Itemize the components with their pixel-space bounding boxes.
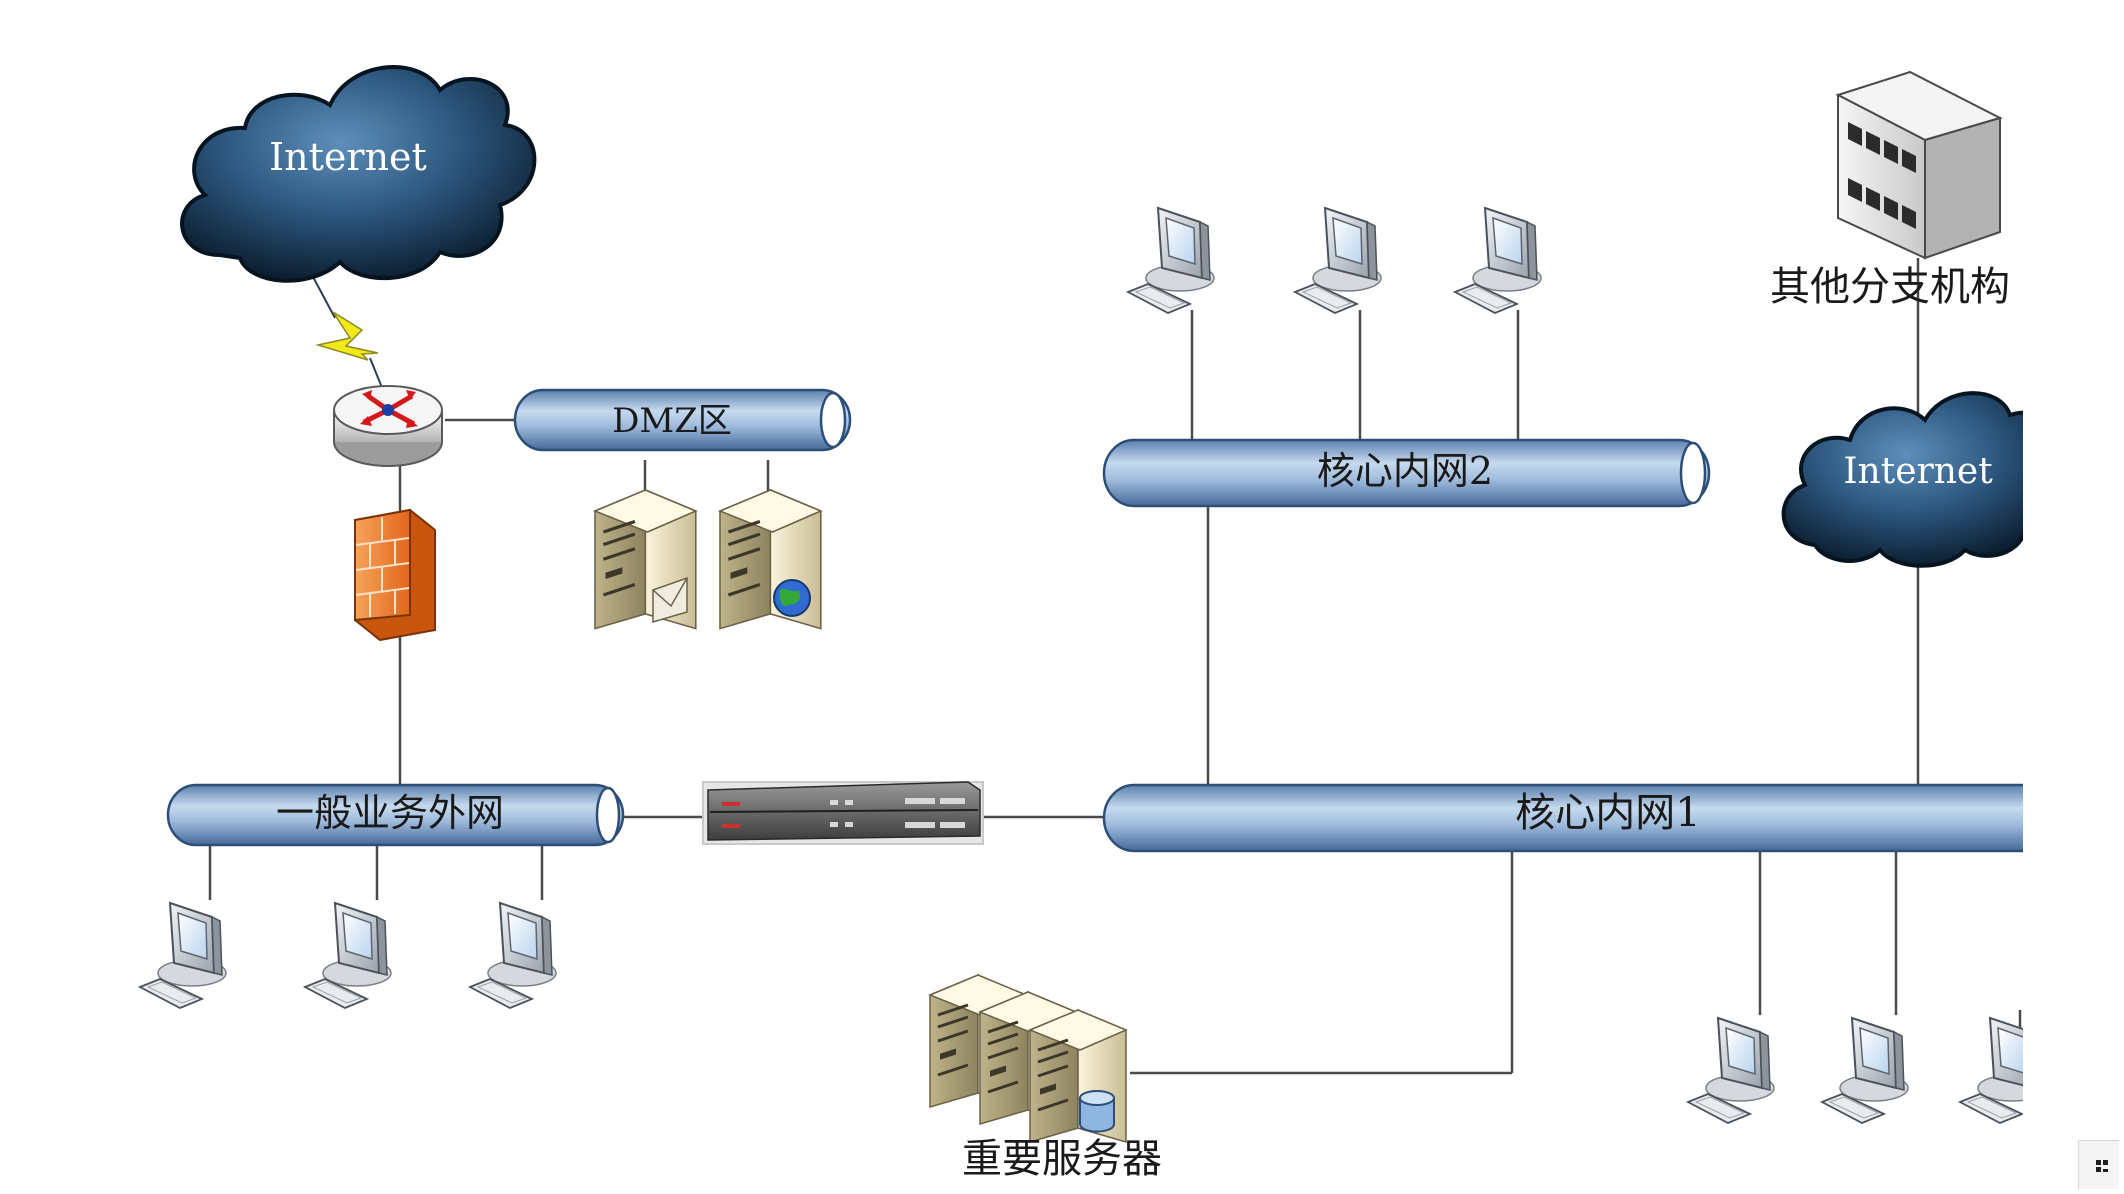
core-network-1-label: 核心内网1	[1515, 790, 1700, 836]
core-network-2-label: 核心内网2	[1317, 449, 1493, 493]
mail-server-icon	[593, 488, 698, 631]
internet-label-right: Internet	[1843, 451, 1993, 492]
workstation-icon	[1687, 1017, 1775, 1124]
internet-label-top: Internet	[269, 135, 427, 179]
dmz-bus-label: DMZ区	[612, 401, 732, 441]
workstation-icon	[1959, 1017, 2023, 1124]
router-icon	[333, 385, 443, 467]
dmz-bus: DMZ区	[513, 388, 852, 452]
grid-icon[interactable]	[2096, 1160, 2110, 1174]
diagram-canvas: Internet DMZ区	[139, 65, 2023, 1182]
workstation-icon	[139, 902, 227, 1009]
workstation-icon	[1294, 207, 1382, 314]
branch-label: 其他分支机构	[1770, 264, 2010, 310]
gatekeeper-device-icon	[702, 781, 984, 845]
workstation-icon	[1454, 207, 1542, 314]
database-icon	[1079, 1090, 1115, 1133]
general-business-network-label: 一般业务外网	[276, 791, 504, 835]
workstation-icon	[304, 902, 392, 1009]
important-servers-icon	[928, 973, 1128, 1144]
firewall-icon	[354, 508, 436, 642]
branch-building-icon	[1835, 70, 2003, 260]
wan-link-lightning	[311, 274, 386, 396]
important-servers-label: 重要服务器	[962, 1136, 1162, 1182]
connection-lines	[208, 258, 2022, 1075]
workstation-icon	[1127, 207, 1215, 314]
internet-cloud-icon: Internet	[1781, 391, 2023, 568]
web-server-icon	[718, 488, 823, 631]
core-network-2-bus: 核心内网2	[1102, 438, 1711, 508]
internet-cloud-icon: Internet	[180, 65, 537, 283]
core-network-1-bus: 核心内网1	[1102, 783, 2023, 853]
workstation-icon	[469, 902, 557, 1009]
workstation-icon	[1821, 1017, 1909, 1124]
general-business-network-bus: 一般业务外网	[166, 783, 625, 847]
